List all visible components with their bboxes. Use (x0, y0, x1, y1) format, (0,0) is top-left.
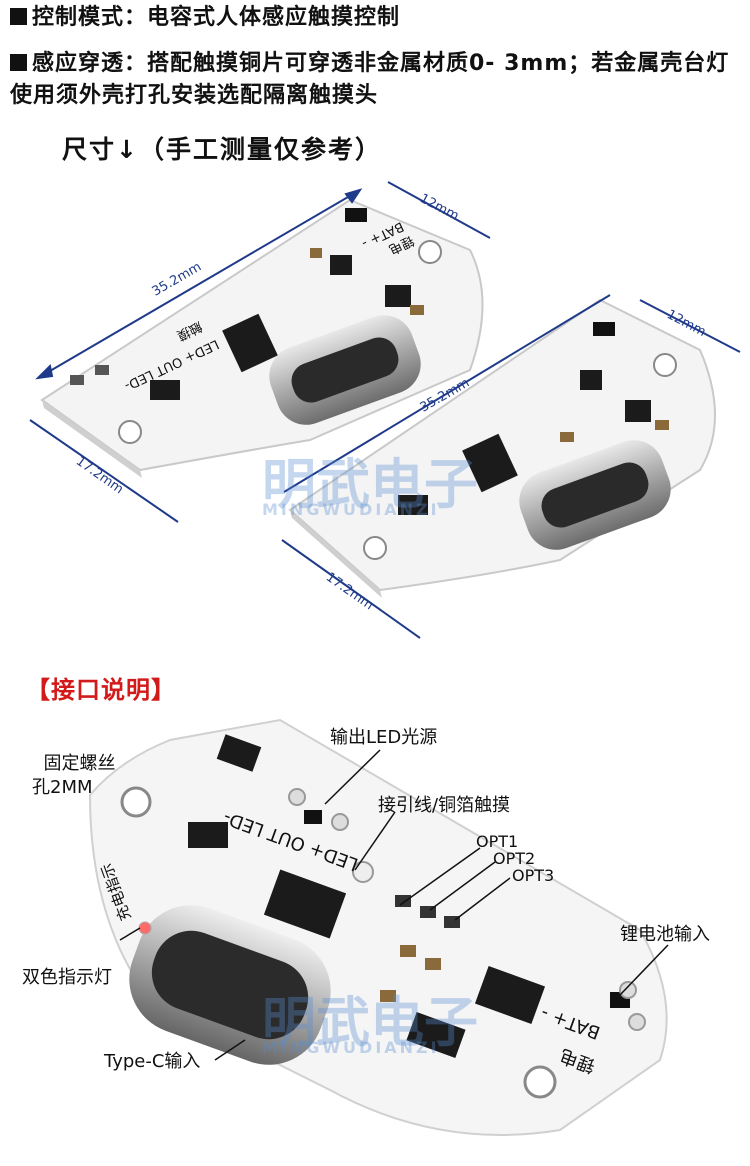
watermark-en: MINGWUDIANZI (262, 500, 440, 519)
callout-leaders (119, 749, 669, 1061)
callout-touch-lead: 接引线/铜箔触摸 (378, 795, 511, 816)
dimensions-title: 尺寸↓（手工测量仅参考） (62, 135, 382, 164)
square-bullet-icon (10, 54, 27, 71)
callout-battery-input: 锂电池输入 (620, 924, 710, 945)
spec-control-mode: 控制模式：电容式人体感应触摸控制 (10, 2, 400, 34)
board-closeup (88, 718, 668, 1136)
watermark-en-2: MINGWUDIANZI (262, 1038, 440, 1057)
spec-penetration: 感应穿透：搭配触摸铜片可穿透非金属材质0- 3mm；若金属壳台灯使用须外壳打孔安… (10, 51, 730, 108)
callout-opt1: OPT1 (476, 832, 519, 851)
dimension-lines-2 (281, 294, 741, 639)
callout-indicator: 双色指示灯 (22, 967, 112, 988)
callout-opt3: OPT3 (512, 866, 555, 885)
watermark-cn: 明武电子 (262, 453, 478, 516)
watermark-cn-2: 明武电子 (262, 991, 478, 1054)
callout-opt2: OPT2 (493, 849, 536, 868)
board-2 (288, 298, 716, 598)
dimension-lines-1 (29, 181, 491, 523)
callout-led-output: 输出LED光源 (330, 727, 438, 748)
callout-typec-input: Type-C输入 (104, 1051, 201, 1072)
square-bullet-icon (10, 8, 27, 25)
board-1 (40, 198, 484, 478)
callout-screw-hole: 固定螺丝 孔2MM (32, 753, 116, 798)
interface-section-title: 【接口说明】 (26, 676, 176, 704)
